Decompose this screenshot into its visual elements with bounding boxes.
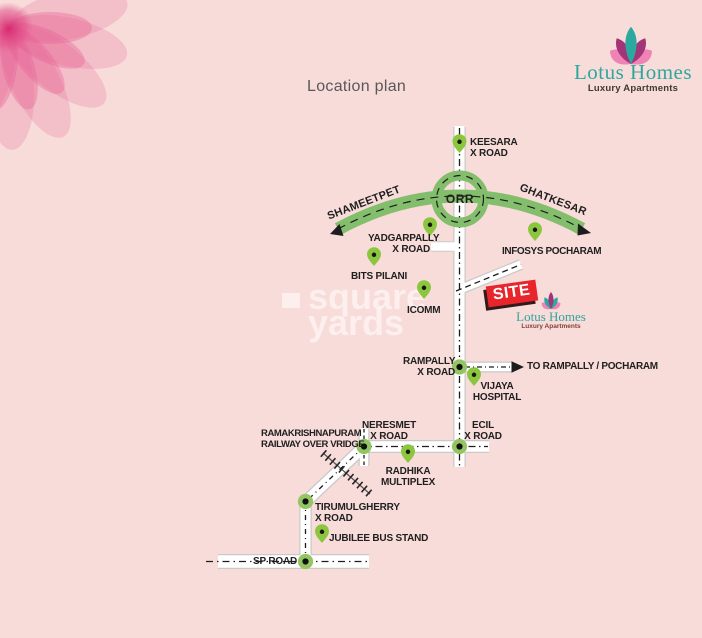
brand-tagline: Luxury Apartments bbox=[587, 83, 679, 94]
railway-line bbox=[320, 449, 373, 498]
label-bits-pilani: BITS PILANI bbox=[351, 271, 408, 282]
orr-highway bbox=[330, 170, 591, 236]
label-ramakrishnapuram: RAMAKRISHNAPURAM RAILWAY OVER VRIDGE bbox=[261, 428, 365, 450]
label-rampally: RAMPALLY X ROAD bbox=[403, 356, 456, 379]
ghatkesar-arrow-icon bbox=[577, 223, 591, 236]
to-rampally-arrow-icon bbox=[511, 361, 524, 373]
label-icomm: ICOMM bbox=[407, 305, 441, 316]
label-tirumulgherry: TIRUMULGHERRY X ROAD bbox=[315, 502, 400, 525]
tirumulgherry-node bbox=[297, 493, 314, 510]
brand-name: Lotus Homes bbox=[573, 60, 693, 84]
label-jubilee-bus-stand: JUBILEE BUS STAND bbox=[329, 533, 429, 544]
icomm-pin-icon bbox=[417, 280, 431, 299]
radhika-pin-icon bbox=[401, 444, 415, 463]
shameetpet-arrow-icon bbox=[330, 224, 344, 236]
label-infosys-pocharam: INFOSYS POCHARAM bbox=[502, 246, 602, 257]
watermark-text: square yards bbox=[308, 276, 427, 343]
site-logo-tagline: Luxury Apartments bbox=[521, 323, 581, 330]
label-sp-road: SP ROAD bbox=[253, 556, 297, 567]
label-radhika-multiplex: RADHIKA MULTIPLEX bbox=[380, 466, 436, 489]
label-to-rampally-pocharam: TO RAMPALLY / POCHARAM bbox=[527, 361, 658, 372]
square-icon bbox=[282, 293, 300, 308]
label-ecil: ECIL X ROAD bbox=[464, 420, 502, 443]
label-neresmet: NERESMET X ROAD bbox=[362, 420, 416, 443]
jubilee-pin-icon bbox=[315, 524, 329, 543]
label-keesara: KEESARA X ROAD bbox=[470, 137, 518, 160]
site-logo-name: Lotus Homes bbox=[516, 309, 586, 324]
sp-road-node bbox=[297, 553, 314, 570]
label-yadgarpally: YADGARPALLY X ROAD bbox=[368, 233, 440, 256]
page-title: Location plan bbox=[307, 78, 407, 95]
flower-decoration bbox=[0, 0, 128, 150]
label-vijaya-hospital: VIJAYA HOSPITAL bbox=[472, 381, 522, 404]
infosys-pin-icon bbox=[528, 222, 542, 241]
road-network bbox=[206, 126, 524, 569]
orr-label: ORR bbox=[445, 192, 475, 206]
